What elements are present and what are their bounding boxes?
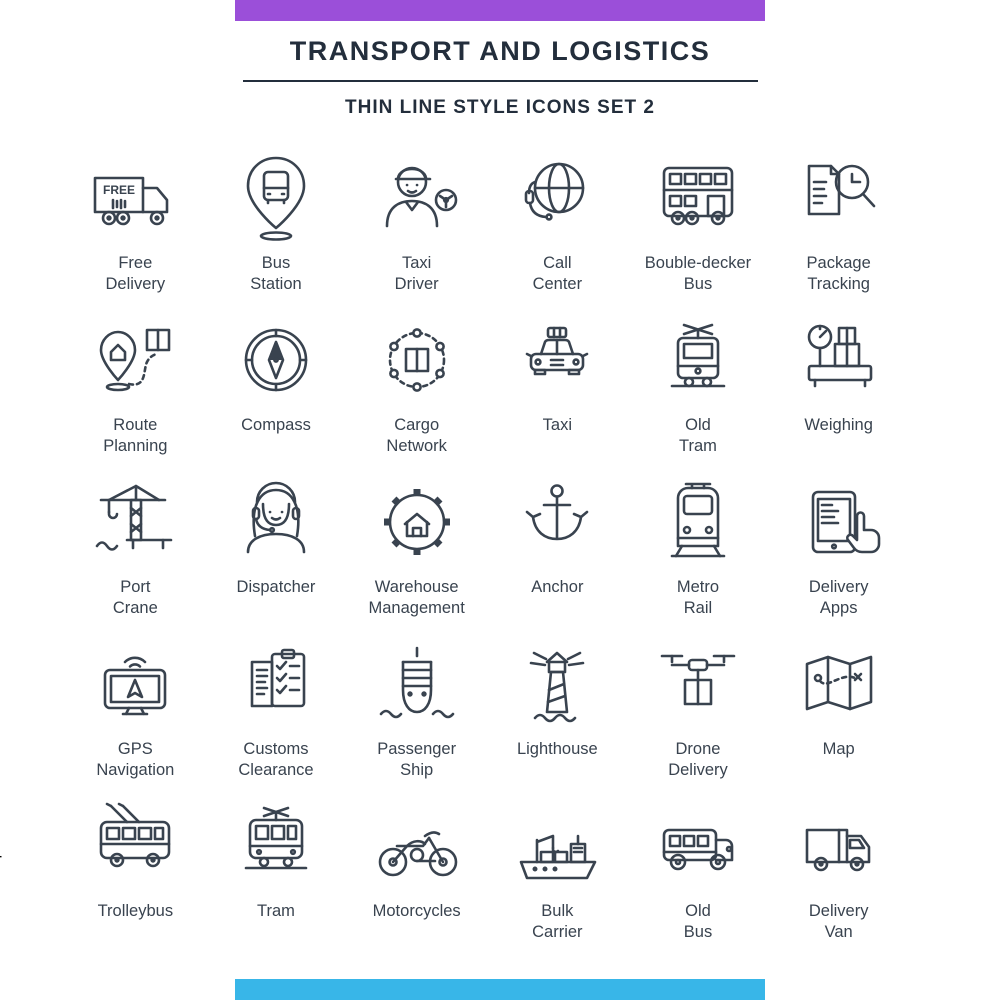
- delivery-apps-icon: [789, 472, 889, 572]
- icon-label: Weighing: [804, 416, 873, 434]
- gps-navigation-icon: [85, 634, 185, 734]
- cell-tram: Tram: [206, 796, 347, 958]
- cell-warehouse-management: Warehouse Management: [346, 472, 487, 634]
- icon-label: Bus Station: [250, 254, 302, 294]
- bus-station-icon: [226, 148, 326, 248]
- dispatcher-icon: [226, 472, 326, 572]
- svg-text:FREE: FREE: [103, 183, 135, 197]
- icon-label: Free Delivery: [105, 254, 166, 294]
- cell-delivery-apps: Delivery Apps: [768, 472, 909, 634]
- icon-label: Bulk Carrier: [532, 902, 583, 942]
- cell-metro-rail: Metro Rail: [628, 472, 769, 634]
- double-decker-bus-icon: [648, 148, 748, 248]
- cell-old-bus: Old Bus: [628, 796, 769, 958]
- cell-bus-station: Bus Station: [206, 148, 347, 310]
- bulk-carrier-icon: [507, 796, 607, 896]
- icon-label: Taxi: [542, 416, 572, 434]
- cell-map: Map: [768, 634, 909, 796]
- icon-label: Package Tracking: [806, 254, 871, 294]
- page-title: TRANSPORT AND LOGISTICS: [289, 36, 711, 66]
- cell-passenger-ship: Passenger Ship: [346, 634, 487, 796]
- delivery-van-icon: [789, 796, 889, 896]
- icon-label: Customs Clearance: [238, 740, 314, 780]
- icon-label: Old Bus: [683, 902, 713, 942]
- icon-label: Drone Delivery: [668, 740, 728, 780]
- cell-motorcycles: Motorcycles: [346, 796, 487, 958]
- top-accent-bar: [235, 0, 765, 21]
- cell-port-crane: Port Crane: [65, 472, 206, 634]
- cell-package-tracking: Package Tracking: [768, 148, 909, 310]
- icon-label: Old Tram: [679, 416, 717, 456]
- old-bus-icon: [648, 796, 748, 896]
- free-delivery-icon: FREE: [85, 148, 185, 248]
- passenger-ship-icon: [367, 634, 467, 734]
- cell-old-tram: Old Tram: [628, 310, 769, 472]
- icon-label: Port Crane: [112, 578, 158, 618]
- trolleybus-icon: [85, 796, 185, 896]
- icon-label: Delivery Van: [808, 902, 869, 942]
- map-icon: [789, 634, 889, 734]
- icon-label: Bouble-decker Bus: [644, 254, 752, 294]
- cell-lighthouse: Lighthouse: [487, 634, 628, 796]
- icon-label: Lighthouse: [516, 740, 598, 758]
- icon-label: Motorcycles: [372, 902, 461, 920]
- cell-compass: Compass: [206, 310, 347, 472]
- icon-label: Dispatcher: [236, 578, 316, 596]
- lighthouse-icon: [507, 634, 607, 734]
- icon-grid: FREE Free Delivery: [65, 148, 909, 958]
- icon-label: Taxi Driver: [394, 254, 439, 294]
- icon-label: Warehouse Management: [368, 578, 465, 618]
- anchor-icon: [507, 472, 607, 572]
- title-divider: [242, 80, 758, 82]
- cell-delivery-van: Delivery Van: [768, 796, 909, 958]
- motorcycles-icon: [367, 796, 467, 896]
- package-tracking-icon: [789, 148, 889, 248]
- icon-label: Passenger Ship: [377, 740, 457, 780]
- cell-drone-delivery: Drone Delivery: [628, 634, 769, 796]
- compass-icon: [226, 310, 326, 410]
- cell-taxi-driver: Taxi Driver: [346, 148, 487, 310]
- icon-label: Map: [822, 740, 855, 758]
- old-tram-icon: [648, 310, 748, 410]
- warehouse-management-icon: [367, 472, 467, 572]
- customs-clearance-icon: [226, 634, 326, 734]
- cell-double-decker-bus: Bouble-decker Bus: [628, 148, 769, 310]
- drone-delivery-icon: [648, 634, 748, 734]
- icon-label: GPS Navigation: [96, 740, 175, 780]
- icon-label: Cargo Network: [386, 416, 447, 456]
- header: TRANSPORT AND LOGISTICS THIN LINE STYLE …: [0, 0, 1000, 119]
- cell-customs-clearance: Customs Clearance: [206, 634, 347, 796]
- icon-label: Route Planning: [103, 416, 168, 456]
- icon-label: Anchor: [531, 578, 584, 596]
- cell-call-center: Call Center: [487, 148, 628, 310]
- cell-route-planning: Route Planning: [65, 310, 206, 472]
- cell-dispatcher: Dispatcher: [206, 472, 347, 634]
- cell-weighing: Weighing: [768, 310, 909, 472]
- page-subtitle: THIN LINE STYLE ICONS SET 2: [345, 97, 655, 118]
- icon-label: Compass: [241, 416, 311, 434]
- cell-trolleybus: Trolleybus: [65, 796, 206, 958]
- cell-cargo-network: Cargo Network: [346, 310, 487, 472]
- icon-label: Tram: [257, 902, 295, 920]
- metro-rail-icon: [648, 472, 748, 572]
- taxi-icon: [507, 310, 607, 410]
- cell-free-delivery: FREE Free Delivery: [65, 148, 206, 310]
- icon-label: Metro Rail: [676, 578, 720, 618]
- port-crane-icon: [85, 472, 185, 572]
- cell-anchor: Anchor: [487, 472, 628, 634]
- bottom-accent-bar: [235, 979, 765, 1000]
- icon-label: Call Center: [532, 254, 583, 294]
- icon-label: Delivery Apps: [808, 578, 869, 618]
- cell-taxi: Taxi: [487, 310, 628, 472]
- cell-bulk-carrier: Bulk Carrier: [487, 796, 628, 958]
- tram-icon: [226, 796, 326, 896]
- route-planning-icon: [85, 310, 185, 410]
- cargo-network-icon: [367, 310, 467, 410]
- taxi-driver-icon: [367, 148, 467, 248]
- weighing-icon: [789, 310, 889, 410]
- icon-label: Trolleybus: [97, 902, 174, 920]
- call-center-icon: [507, 148, 607, 248]
- adobe-stock-watermark: Adobe Stock | #209033401: [0, 749, 2, 966]
- cell-gps-navigation: GPS Navigation: [65, 634, 206, 796]
